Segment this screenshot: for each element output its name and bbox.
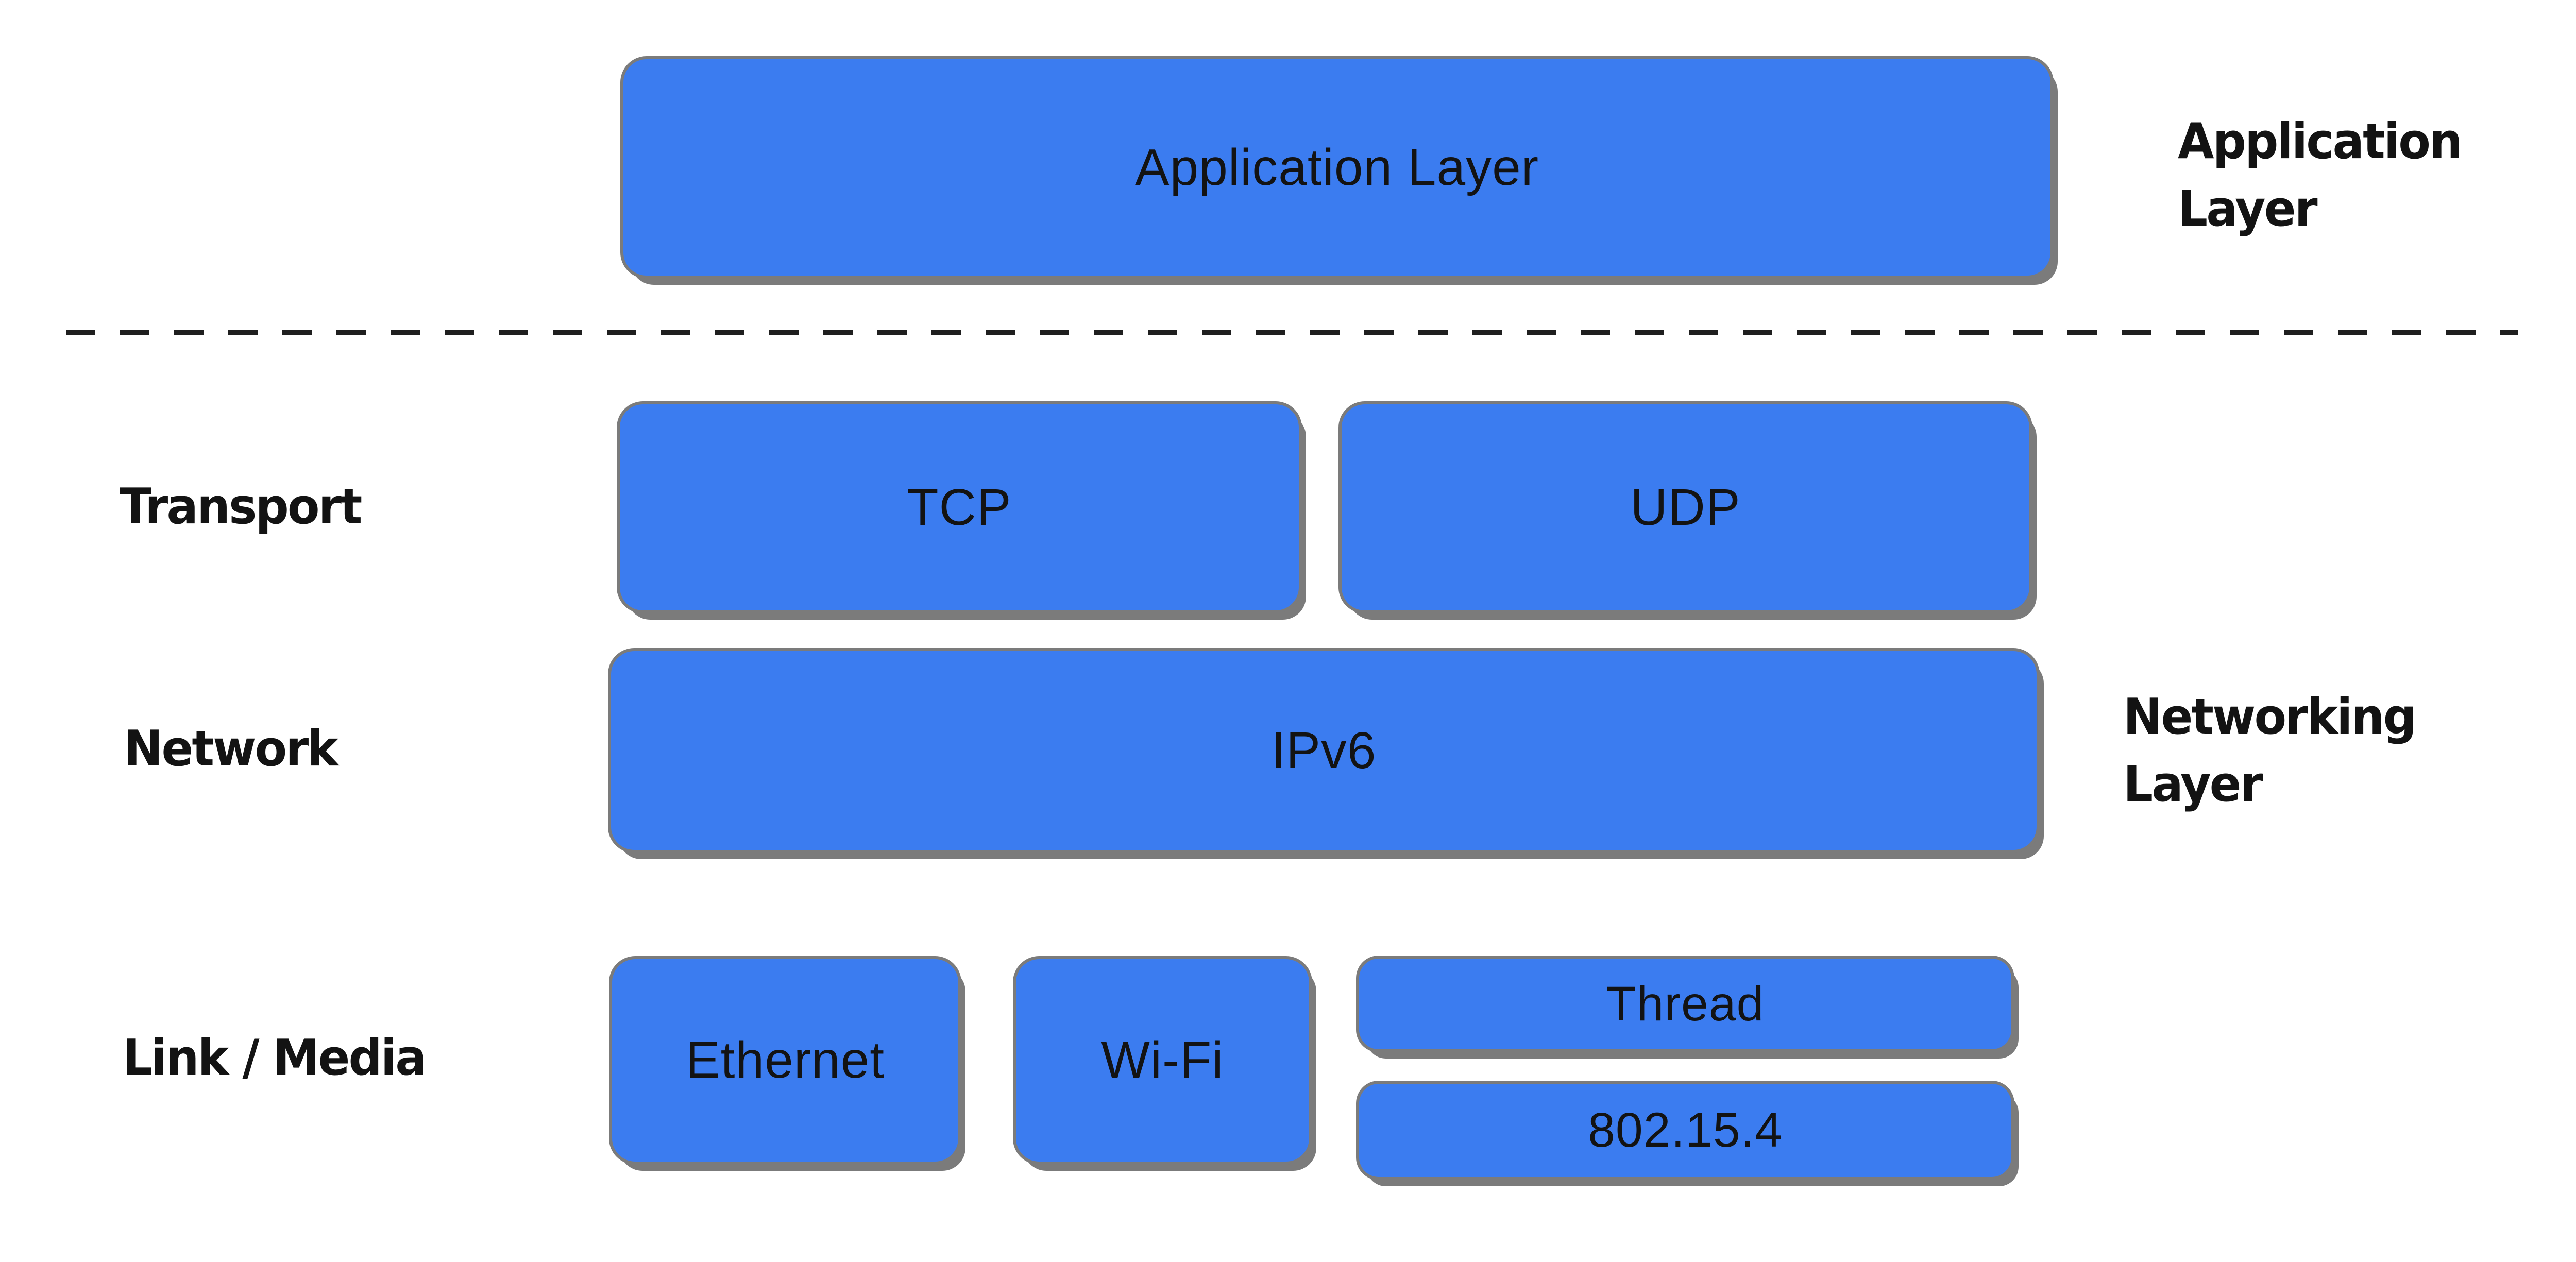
tcp-box: TCP [620, 404, 1299, 610]
wifi-box-label: Wi-Fi [1101, 1031, 1224, 1089]
application-layer-box-label: Application Layer [1134, 138, 1539, 196]
row-label-transport: Transport [120, 479, 362, 535]
layer-divider-dashed-line [66, 330, 2518, 335]
ethernet-box: Ethernet [612, 959, 958, 1162]
802-15-4-box-label: 802.15.4 [1588, 1103, 1783, 1157]
row-label-network: Network [124, 721, 338, 777]
thread-box: Thread [1359, 959, 2011, 1049]
tcp-box-label: TCP [907, 478, 1012, 536]
row-label-link-media: Link / Media [123, 1030, 427, 1086]
ipv6-box: IPv6 [611, 651, 2037, 850]
ipv6-box-label: IPv6 [1271, 721, 1377, 779]
side-label-application-layer: Application Layer [2178, 113, 2463, 237]
udp-box: UDP [1342, 404, 2029, 610]
wifi-box: Wi-Fi [1016, 959, 1309, 1162]
802-15-4-box: 802.15.4 [1359, 1084, 2011, 1177]
udp-box-label: UDP [1630, 478, 1741, 536]
side-label-networking-layer: Networking Layer [2123, 689, 2417, 813]
application-layer-box: Application Layer [623, 59, 2050, 276]
thread-box-label: Thread [1606, 976, 1765, 1031]
ethernet-box-label: Ethernet [685, 1031, 885, 1089]
